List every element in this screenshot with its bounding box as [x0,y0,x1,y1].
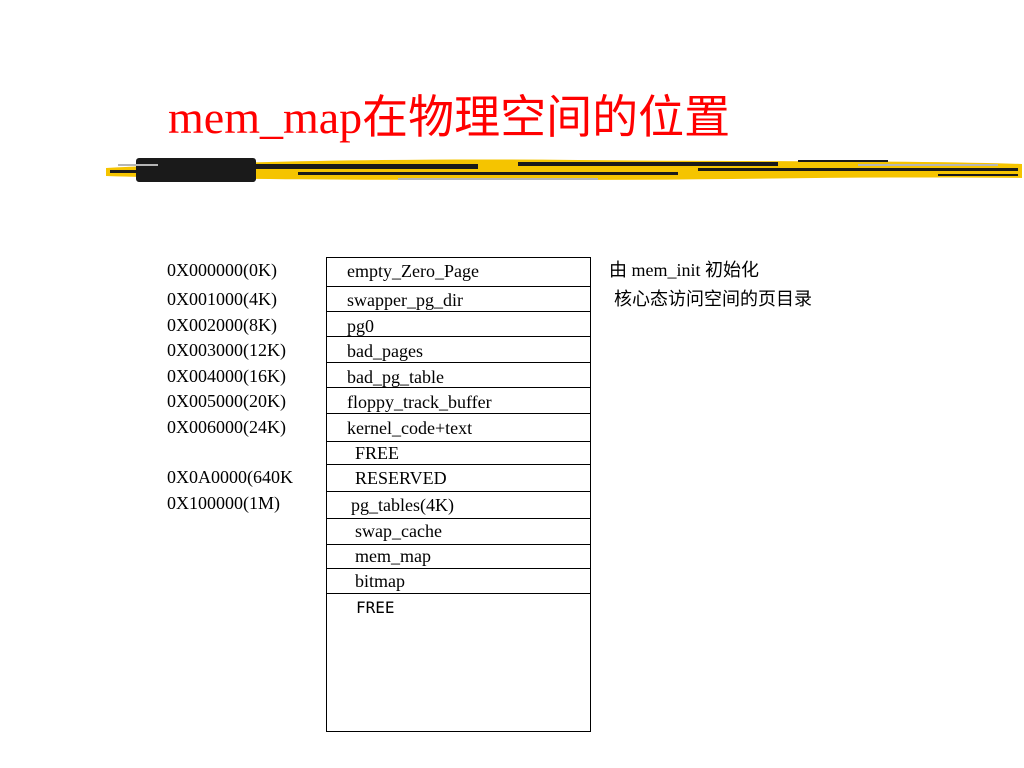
segment-label: kernel_code+text [347,418,473,438]
memory-segment-cell [327,287,590,312]
address-label: 0X000000(0K) [167,260,277,280]
segment-label: bad_pg_table [347,367,444,387]
memory-segment-cell [327,545,590,569]
address-label: 0X004000(16K) [167,366,286,386]
segment-label: FREE [355,443,400,463]
address-label: 0X100000(1M) [167,493,280,513]
slide-title: mem_map在物理空间的位置 [168,92,731,143]
memory-segment-cell [327,519,590,545]
address-label: 0X001000(4K) [167,289,277,309]
segment-label: floppy_track_buffer [347,392,492,412]
segment-label: swap_cache [355,521,442,541]
brush-stroke-gray [118,164,998,180]
memory-segment-cell [327,363,590,388]
segment-label: empty_Zero_Page [347,261,479,281]
memory-map-table: empty_Zero_Page swapper_pg_dir pg0 bad_p… [326,257,591,732]
segment-label: mem_map [355,546,431,566]
note-page-directory: 核心态访问空间的页目录 [614,289,812,309]
segment-label: bad_pages [347,341,423,361]
memory-segment-cell [327,465,590,492]
segment-label: swapper_pg_dir [347,290,463,310]
memory-segment-cell [327,388,590,414]
memory-segment-cell [327,337,590,363]
memory-segment-cell [327,414,590,442]
memory-segment-cell [327,442,590,465]
segment-label: RESERVED [355,468,447,488]
memory-segment-cell [327,492,590,519]
address-label: 0X005000(20K) [167,391,286,411]
segment-label: pg0 [347,316,374,336]
segment-label: FREE [356,598,395,617]
segment-label: bitmap [355,571,405,591]
address-label: 0X006000(24K) [167,417,286,437]
address-label: 0X002000(8K) [167,315,277,335]
memory-segment-cell [327,258,590,287]
address-label: 0X003000(12K) [167,340,286,360]
segment-label: pg_tables(4K) [351,495,454,515]
brush-stroke-dark [110,158,1018,182]
memory-segment-cell [327,312,590,337]
title-underline-brush [106,158,1022,182]
address-label: 0X0A0000(640K [167,467,293,487]
note-mem-init: 由 mem_init 初始化 [609,260,759,280]
memory-segment-cell [327,569,590,594]
